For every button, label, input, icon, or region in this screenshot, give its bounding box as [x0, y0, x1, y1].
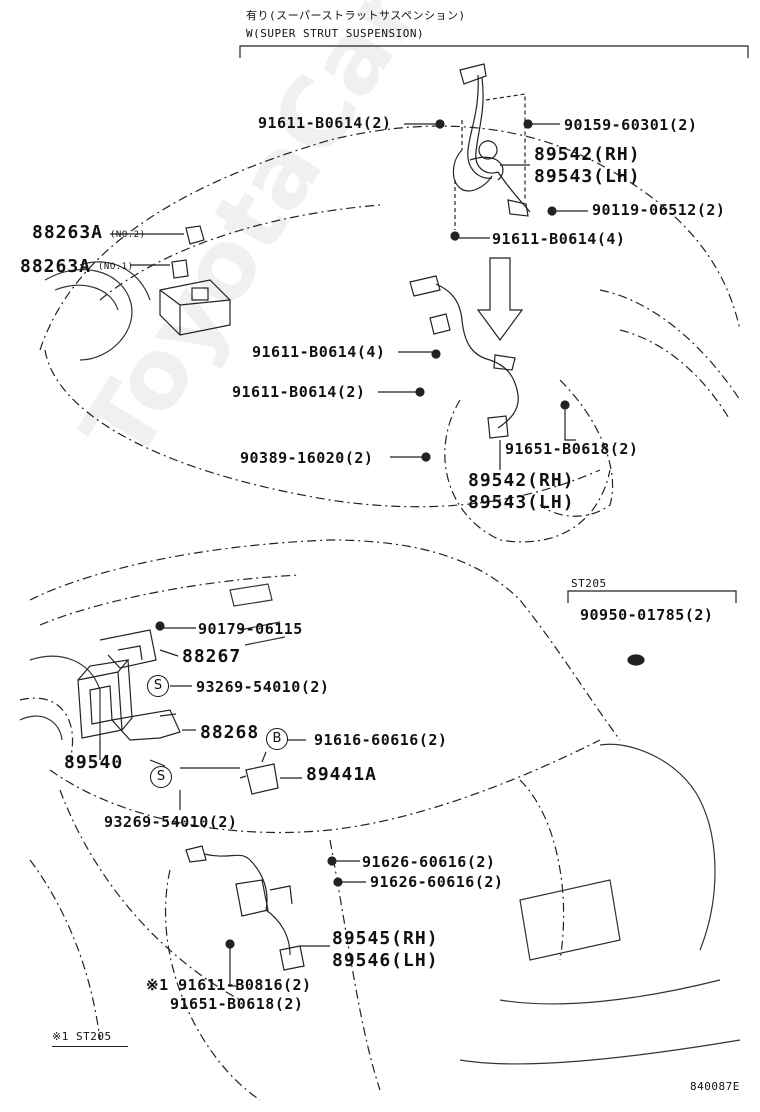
bracket-88267	[99, 629, 157, 669]
header-en-title: W(SUPER STRUT SUSPENSION)	[246, 27, 425, 40]
leader-lines-middle	[378, 351, 576, 470]
part-label-89543-lh-upper[interactable]: 89543(LH)	[534, 166, 641, 187]
lower-car-solid	[19, 583, 741, 1065]
middle-sensor-assembly	[409, 275, 519, 439]
part-label-88263a-no1[interactable]: 88263A	[20, 256, 92, 277]
part-note-no1: (NO.1)	[98, 262, 134, 272]
part-label-88267[interactable]: 88267	[182, 646, 242, 667]
ecu-89540	[77, 659, 133, 739]
part-label-89542-rh-upper[interactable]: 89542(RH)	[534, 144, 641, 165]
sensor-89441a	[239, 751, 279, 795]
part-label-91651-b0618-mid[interactable]: 91651-B0618(2)	[505, 440, 639, 458]
footnote: ※1 ST205	[52, 1030, 112, 1043]
down-arrow	[476, 257, 524, 342]
bracket-88268	[110, 709, 181, 741]
header-jp-title: 有り(スーパーストラットサスペンション)	[246, 9, 466, 22]
fasteners-upper	[435, 119, 557, 241]
part-label-91611-b0614-2-upper[interactable]: 91611-B0614(2)	[258, 114, 392, 132]
part-label-90159-60301[interactable]: 90159-60301(2)	[564, 116, 698, 134]
headlight	[44, 261, 151, 361]
part-label-91611-b0614-2-mid[interactable]: 91611-B0614(2)	[232, 383, 366, 401]
part-note-no2: (NO.2)	[110, 230, 146, 240]
symbol-s-2: S	[150, 766, 172, 788]
st205-bracket	[567, 590, 737, 603]
connector-no2	[185, 225, 205, 245]
symbol-b-1: B	[266, 728, 288, 750]
part-label-91626-60616-a[interactable]: 91626-60616(2)	[362, 853, 496, 871]
connector-no1	[171, 259, 189, 279]
upper-car-body	[39, 125, 741, 543]
relay-box	[159, 279, 231, 336]
part-label-90179-06115[interactable]: 90179-06115	[198, 620, 303, 638]
part-label-91651-b0618-lower[interactable]: 91651-B0618(2)	[170, 995, 304, 1013]
leader-lines-upper	[110, 123, 588, 266]
part-label-91611-b0816[interactable]: ※1 91611-B0816(2)	[146, 976, 312, 994]
part-label-91611-b0614-4-mid[interactable]: 91611-B0614(4)	[252, 343, 386, 361]
part-label-91626-60616-b[interactable]: 91626-60616(2)	[370, 873, 504, 891]
upper-sensor-assembly	[452, 63, 531, 230]
part-label-88263a-no2[interactable]: 88263A	[32, 222, 104, 243]
part-label-91616-60616[interactable]: 91616-60616(2)	[314, 731, 448, 749]
part-label-93269-54010-lower[interactable]: 93269-54010(2)	[104, 813, 238, 831]
rear-sensor-assembly	[185, 845, 305, 971]
footnote-underline	[52, 1046, 128, 1047]
header-bracket	[239, 45, 749, 58]
part-label-88268[interactable]: 88268	[200, 722, 260, 743]
part-label-90950-01785[interactable]: 90950-01785(2)	[580, 606, 714, 624]
part-label-89546-lh[interactable]: 89546(LH)	[332, 950, 439, 971]
part-label-90119-06512[interactable]: 90119-06512(2)	[592, 201, 726, 219]
part-label-91611-b0614-4-upper[interactable]: 91611-B0614(4)	[492, 230, 626, 248]
fasteners-middle	[415, 349, 570, 462]
leader-lines-lower	[99, 627, 366, 987]
figure-code: 840087E	[690, 1080, 740, 1093]
part-label-89441a[interactable]: 89441A	[306, 764, 378, 785]
part-label-89545-rh[interactable]: 89545(RH)	[332, 928, 439, 949]
part-label-89542-rh-mid[interactable]: 89542(RH)	[468, 470, 575, 491]
st205-label: ST205	[571, 577, 607, 590]
part-label-93269-54010-upper[interactable]: 93269-54010(2)	[196, 678, 330, 696]
part-label-89543-lh-mid[interactable]: 89543(LH)	[468, 492, 575, 513]
part-label-90389-16020[interactable]: 90389-16020(2)	[240, 449, 374, 467]
fasteners-lower	[155, 621, 645, 949]
part-label-89540[interactable]: 89540	[64, 752, 124, 773]
symbol-s-1: S	[147, 675, 169, 697]
